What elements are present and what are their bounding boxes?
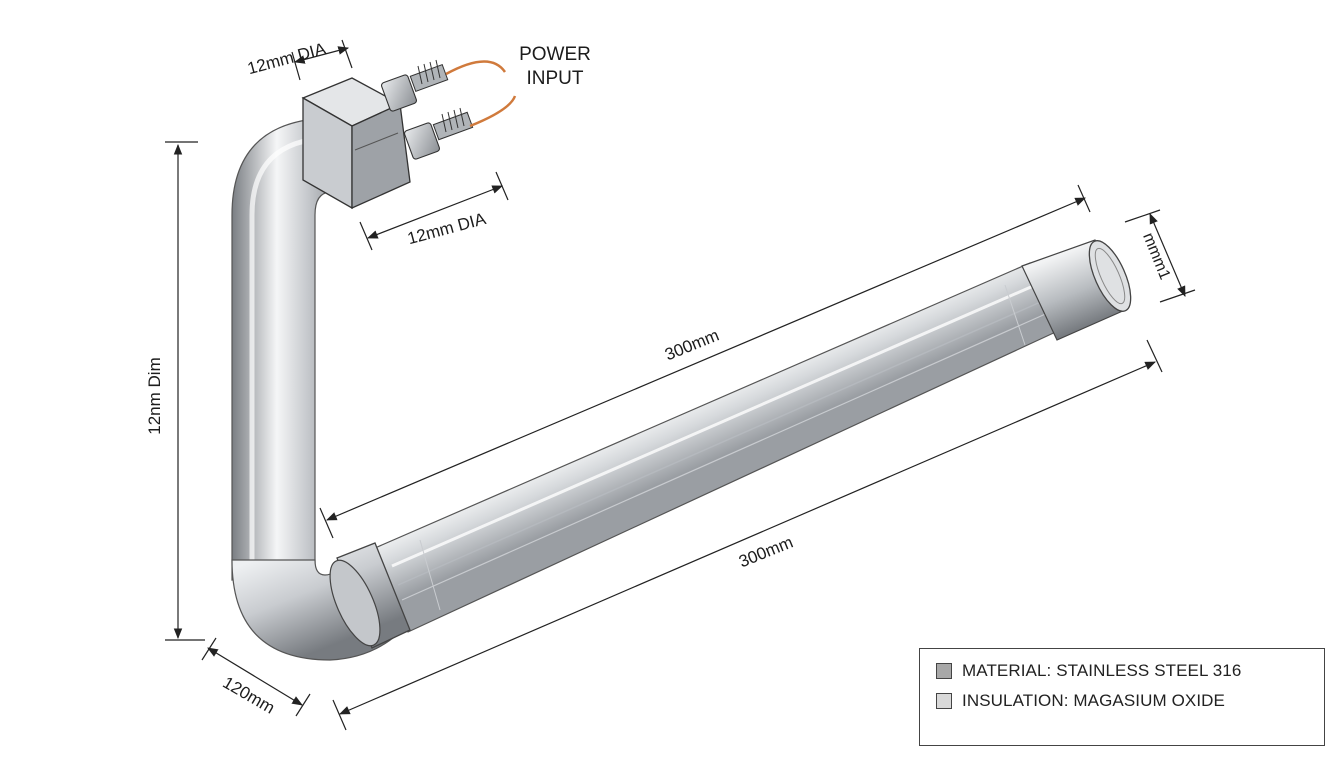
legend-box: MATERIAL: STAINLESS STEEL 316 INSULATION…	[919, 648, 1325, 746]
vertical-leg-label: 12nm Dim	[145, 357, 164, 434]
legend-insulation-label: INSULATION: MAGASIUM OXIDE	[962, 691, 1225, 710]
power-wires	[445, 60, 517, 128]
legend-material-label: MATERIAL: STAINLESS STEEL 316	[962, 661, 1242, 680]
bend-width-label: 120mm	[219, 673, 278, 718]
terminal-dia-bottom-label: 12mm DIA	[405, 209, 488, 248]
length-top-label: 300mm	[662, 325, 722, 364]
length-bottom-label: 300mm	[736, 532, 796, 571]
terminal-stud-lower	[404, 107, 474, 160]
dimension-lines	[165, 39, 1196, 731]
terminal-stud-upper	[381, 59, 449, 112]
terminal-dia-top-label: 12mm DIA	[245, 39, 328, 78]
legend-item-insulation: INSULATION: MAGASIUM OXIDE	[936, 691, 1225, 711]
power-input-label-line1: POWER	[519, 44, 591, 65]
power-input-label-line2: INPUT	[527, 68, 584, 89]
material-swatch-icon	[936, 663, 952, 679]
terminal-block	[301, 77, 411, 210]
legend-item-material: MATERIAL: STAINLESS STEEL 316	[936, 661, 1241, 681]
insulation-swatch-icon	[936, 693, 952, 709]
